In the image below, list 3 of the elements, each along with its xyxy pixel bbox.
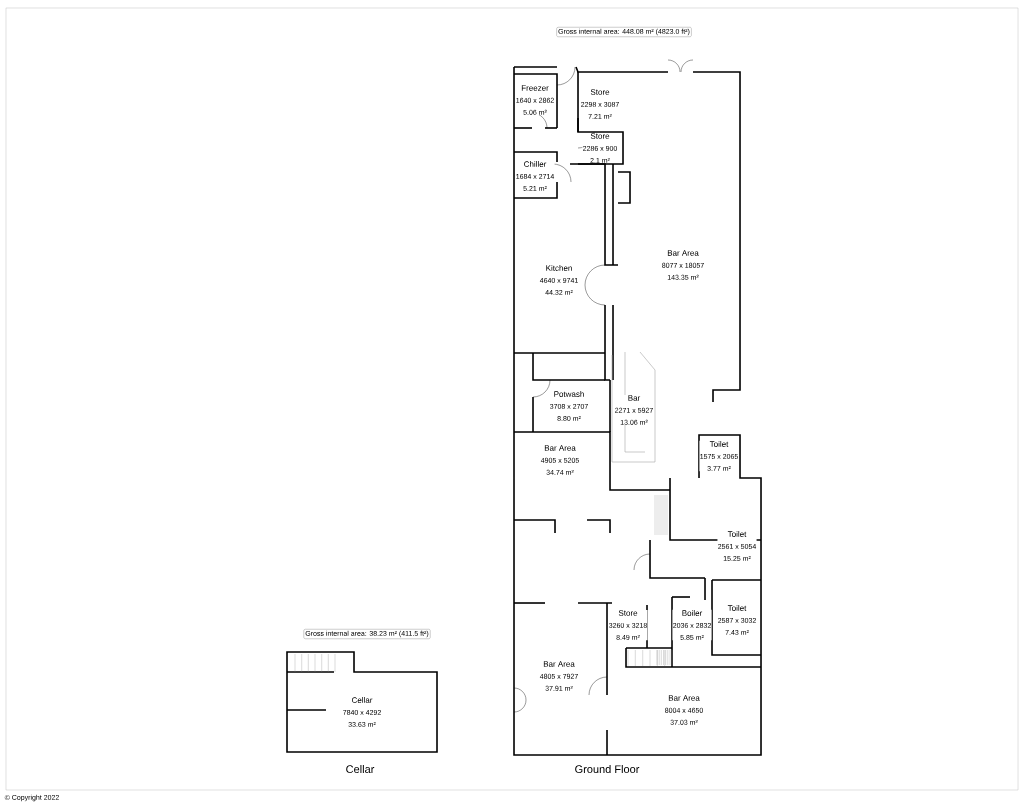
node-label: Boiler: [682, 610, 703, 616]
floor-title: Cellar: [346, 764, 375, 774]
floor-title: Ground Floor: [575, 764, 640, 774]
